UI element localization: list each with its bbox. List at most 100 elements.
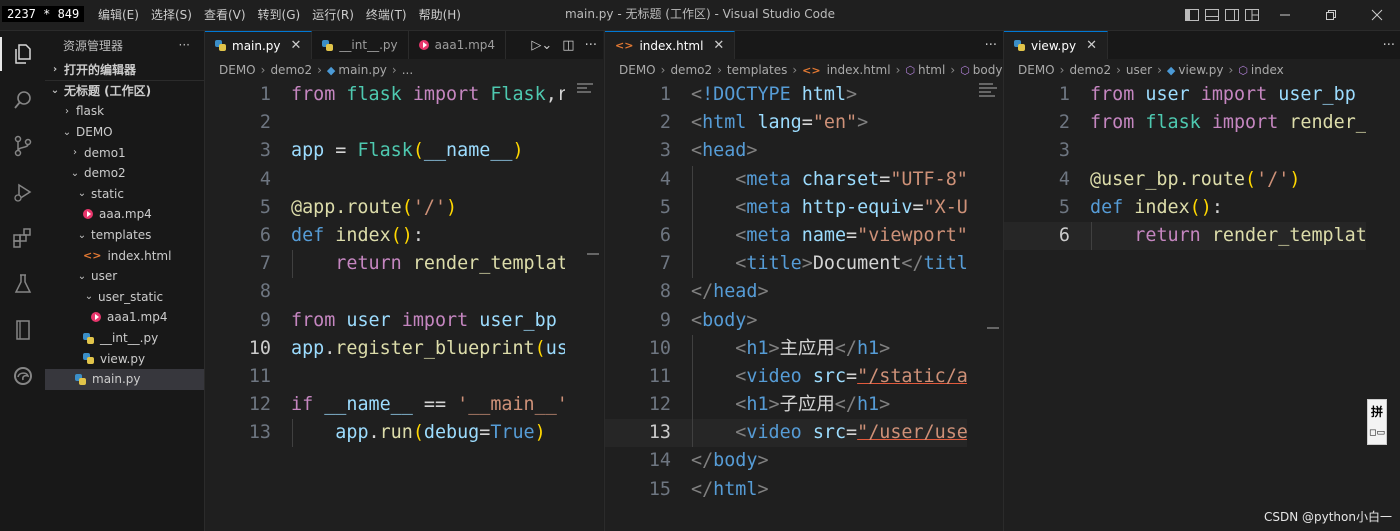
dimension-badge: 2237 * 849 (2, 6, 85, 22)
tab-view-py[interactable]: view.py ✕ (1004, 31, 1108, 59)
split-editor-icon[interactable]: ◫ (562, 37, 575, 53)
breadcrumb-item[interactable]: html (918, 63, 946, 77)
more-actions-icon[interactable]: ··· (984, 37, 997, 53)
chevron-down-icon: ⌄ (50, 85, 60, 97)
search-icon[interactable] (0, 77, 45, 123)
close-icon[interactable]: ✕ (1086, 38, 1097, 53)
tab-index-html[interactable]: <> index.html ✕ (605, 31, 736, 59)
toggle-secondary-sidebar-icon[interactable] (1222, 0, 1242, 30)
close-icon[interactable]: ✕ (713, 38, 725, 53)
close-window-icon[interactable] (1354, 0, 1400, 30)
toggle-primary-sidebar-icon[interactable] (1182, 0, 1202, 30)
ime-indicator[interactable]: 拼 ◻▭ (1367, 399, 1387, 445)
more-actions-icon[interactable]: ··· (1382, 37, 1395, 53)
breadcrumb-item[interactable]: DEMO (1018, 63, 1055, 77)
testing-icon[interactable] (0, 261, 45, 307)
tree-file-main-py[interactable]: main.py (45, 368, 204, 390)
breadcrumb-item[interactable]: templates (726, 63, 788, 77)
toggle-panel-icon[interactable] (1202, 0, 1222, 30)
menu-go[interactable]: 转到(G) (257, 8, 301, 22)
minimap[interactable] (565, 81, 603, 531)
chevron-down-icon: ⌄ (77, 270, 87, 282)
tree-folder-static[interactable]: ⌄ static (45, 184, 204, 205)
line-number: 5 (1058, 196, 1070, 218)
tab-int-py[interactable]: __int__.py (312, 31, 409, 59)
line-number: 7 (659, 253, 671, 275)
sidebar-title: 资源管理器 (63, 38, 124, 53)
breadcrumb-item[interactable]: index.html (826, 63, 891, 77)
tree-folder-demo2[interactable]: ⌄ demo2 (45, 163, 204, 184)
menu-help[interactable]: 帮助(H) (418, 8, 461, 22)
customize-layout-icon[interactable] (1242, 0, 1262, 30)
tab-main-py[interactable]: main.py ✕ (205, 31, 313, 59)
python-file-icon (83, 332, 94, 344)
tree-file-index-html[interactable]: <> index.html (45, 245, 204, 266)
tree-folder-flask[interactable]: › flask (45, 101, 204, 122)
tab-bar: <> index.html ✕ ··· (605, 31, 1003, 59)
tree-file-aaa-mp4[interactable]: aaa.mp4 (45, 204, 204, 225)
tab-label: index.html (639, 38, 704, 53)
tree-folder-templates[interactable]: ⌄ templates (45, 225, 204, 246)
restore-icon[interactable] (1308, 0, 1354, 30)
minimap[interactable] (967, 81, 1003, 531)
line-number: 11 (648, 365, 671, 387)
tree-label: user_static (98, 289, 164, 304)
breadcrumb-item[interactable]: ... (401, 63, 414, 77)
breadcrumb-item[interactable]: demo2 (270, 63, 313, 77)
tree-folder-demo1[interactable]: › demo1 (45, 142, 204, 163)
title-controls (1182, 0, 1400, 30)
line-number: 10 (648, 337, 671, 359)
more-actions-icon[interactable]: ··· (178, 38, 190, 52)
edge-browser-icon[interactable] (0, 353, 45, 399)
breadcrumb-item[interactable]: view.py (1178, 63, 1224, 77)
python-file-icon (83, 353, 94, 365)
notebook-icon[interactable] (0, 307, 45, 353)
menu-run[interactable]: 运行(R) (312, 8, 354, 22)
menu-bar: 编辑(E) 选择(S) 查看(V) 转到(G) 运行(R) 终端(T) 帮助(H… (92, 0, 467, 30)
minimap[interactable] (1366, 81, 1400, 531)
tree-label: index.html (107, 248, 172, 263)
breadcrumb-item[interactable]: user (1125, 63, 1153, 77)
close-icon[interactable]: ✕ (290, 38, 302, 53)
run-debug-icon[interactable] (0, 169, 45, 215)
code-editor[interactable]: 1<!DOCTYPE html> 2<html lang="en"> 3<hea… (605, 81, 1003, 504)
breadcrumb-item[interactable]: index (1250, 63, 1284, 77)
menu-view[interactable]: 查看(V) (203, 8, 246, 22)
breadcrumb-item[interactable]: DEMO (619, 63, 656, 77)
menu-selection[interactable]: 选择(S) (150, 8, 192, 22)
tab-label: view.py (1031, 38, 1077, 53)
menu-terminal[interactable]: 终端(T) (365, 8, 407, 22)
menu-edit[interactable]: 编辑(E) (98, 8, 139, 22)
line-number: 4 (259, 168, 271, 190)
breadcrumb-item[interactable]: body (972, 63, 1003, 77)
tree-file-view-py[interactable]: view.py (45, 348, 204, 369)
sidebar-header: 资源管理器 ··· (45, 31, 204, 59)
line-number: 15 (648, 478, 671, 500)
tree-folder-demo[interactable]: ⌄ DEMO (45, 122, 204, 143)
run-file-icon[interactable]: ▷⌄ (531, 37, 553, 53)
breadcrumb-item[interactable]: main.py (338, 63, 387, 77)
workspace-section[interactable]: ⌄ 无标题 (工作区) (45, 81, 204, 102)
tree-folder-user[interactable]: ⌄ user (45, 266, 204, 287)
line-number: 3 (659, 140, 671, 162)
tree-label: templates (91, 228, 152, 243)
tree-folder-user-static[interactable]: ⌄ user_static (45, 287, 204, 308)
breadcrumb-item[interactable]: demo2 (670, 63, 713, 77)
source-control-icon[interactable] (0, 123, 45, 169)
tab-aaa1-mp4[interactable]: aaa1.mp4 (409, 31, 507, 59)
open-editors-section[interactable]: › 打开的编辑器 (45, 59, 204, 81)
tree-file-aaa1-mp4[interactable]: aaa1.mp4 (45, 307, 204, 328)
title-bar: 2237 * 849 编辑(E) 选择(S) 查看(V) 转到(G) 运行(R)… (0, 0, 1400, 31)
tree-file-int-py[interactable]: __int__.py (45, 328, 204, 349)
breadcrumb-item[interactable]: demo2 (1069, 63, 1112, 77)
line-number: 14 (648, 450, 671, 472)
minimize-icon[interactable] (1262, 0, 1308, 30)
breadcrumb-item[interactable]: DEMO (219, 63, 256, 77)
extensions-icon[interactable] (0, 215, 45, 261)
more-actions-icon[interactable]: ··· (584, 37, 597, 53)
explorer-icon[interactable] (0, 31, 45, 77)
chevron-down-icon: ⌄ (84, 291, 94, 303)
